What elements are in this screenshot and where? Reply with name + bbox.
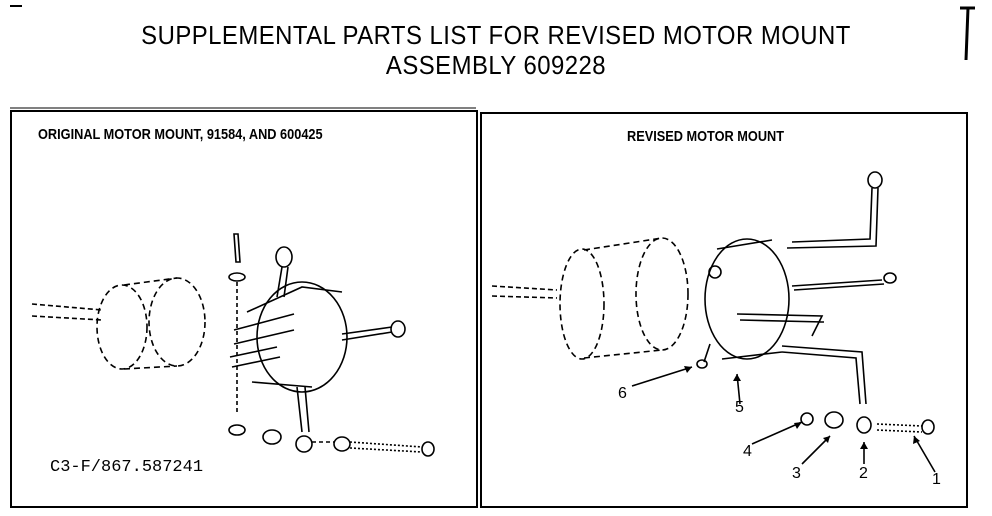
original-motor-mount-title: ORIGINAL MOTOR MOUNT, 91584, AND 600425 xyxy=(38,126,323,143)
revised-motor-mount-drawing: 6 5 4 3 2 1 xyxy=(491,171,941,488)
callout-6: 6 xyxy=(618,385,627,402)
title-line-1: SUPPLEMENTAL PARTS LIST FOR REVISED MOTO… xyxy=(141,20,851,50)
callout-2: 2 xyxy=(859,465,868,482)
callout-1: 1 xyxy=(932,471,941,488)
callout-5: 5 xyxy=(735,399,744,416)
original-motor-mount-drawing xyxy=(31,233,435,457)
part-code: C3-F/867.587241 xyxy=(50,458,204,477)
callout-4: 4 xyxy=(743,443,752,460)
revised-motor-mount-panel: REVISED MOTOR MOUNT xyxy=(480,112,968,508)
callout-3: 3 xyxy=(792,465,801,482)
original-motor-mount-panel: ORIGINAL MOTOR MOUNT, 91584, AND 600425 xyxy=(10,110,478,508)
revised-motor-mount-title: REVISED MOTOR MOUNT xyxy=(627,128,785,145)
title-line-2: ASSEMBLY 609228 xyxy=(385,50,607,80)
